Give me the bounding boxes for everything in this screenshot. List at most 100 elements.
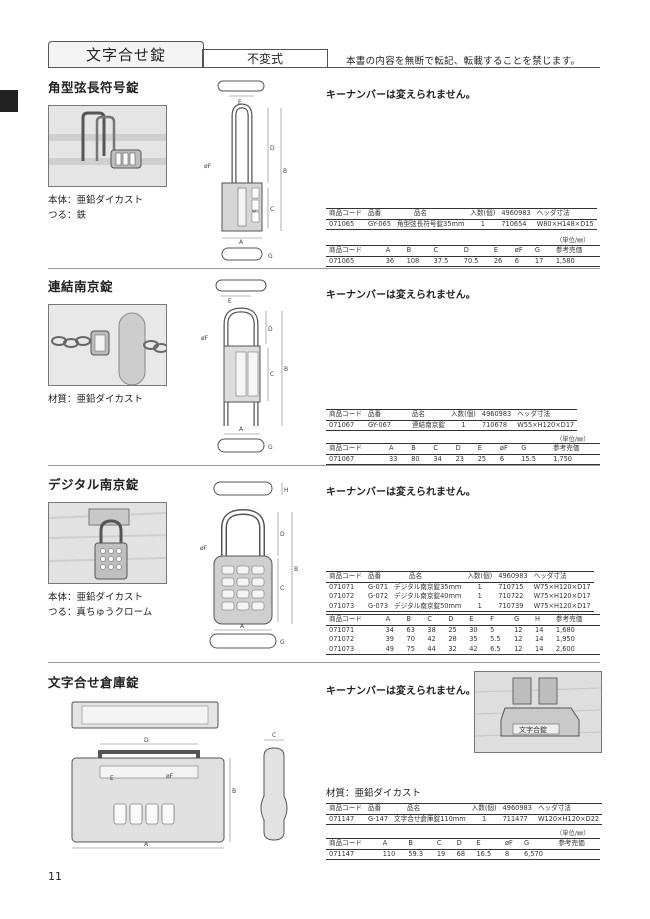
table-cell: 071072 — [329, 635, 355, 643]
table-cell: 38 — [427, 625, 436, 634]
table-header: øF — [511, 245, 532, 257]
table-cell: 1 — [467, 219, 499, 230]
table-cell: 5 — [490, 625, 495, 634]
section-title: 文字合せ倉庫錠 — [48, 675, 140, 690]
material-info: 本体：亜鉛ダイカスト つる：真ちゅうクローム — [48, 590, 152, 620]
table-cell: 26 — [490, 256, 512, 267]
material-line: 材質：亜鉛ダイカスト — [326, 788, 422, 799]
section-title: デジタル南京錠 — [48, 477, 139, 492]
table-cell: 33 — [386, 454, 409, 465]
dimension-drawing-square-shackle: E MOLE D B C A øF G — [204, 80, 287, 261]
section-divider — [48, 662, 600, 663]
unit-label: （単位/㎜） — [556, 237, 590, 244]
table-header: D — [453, 838, 474, 850]
dim-label: B — [294, 566, 298, 573]
material-info: 材質：亜鉛ダイカスト — [326, 786, 421, 801]
table-header: C — [424, 614, 446, 626]
table-header-row: 商品コード 品番 品名 入数(個) 4960983 ヘッダ寸法 — [326, 409, 578, 421]
table-cell: 70.5 — [460, 256, 491, 267]
table-cell: G-072 — [367, 592, 389, 600]
table-row: 071071 G-071 デジタル南京錠35mm 1 710715 W75×H1… — [326, 582, 594, 592]
table-header: G — [511, 614, 533, 626]
dimension-table: 商品コード A B C D E øF G 参考売価 071147 110 59.… — [326, 838, 600, 860]
key-number-note: キーナンバーは変えられません。 — [326, 487, 476, 498]
table-cell: 連結南京錠 — [393, 420, 448, 431]
table-header: 商品コード — [326, 838, 380, 850]
table-cell: 35 — [469, 635, 478, 643]
table-header: H — [532, 614, 553, 626]
table-cell: 108 — [403, 256, 431, 267]
table-cell: G-073 — [364, 601, 392, 612]
table-cell: 1 — [468, 814, 500, 825]
table-cell: 710715 — [498, 582, 524, 591]
table-header: ヘッダ寸法 — [533, 208, 597, 220]
table-cell: 14 — [532, 644, 553, 655]
dimension-table: 商品コード A B C D E øF G 参考売価 071067 33 80 3… — [326, 443, 600, 465]
material-line: つる：鉄 — [48, 210, 87, 221]
dim-label: øF — [201, 335, 209, 342]
table-header: G — [521, 838, 556, 850]
table-row: 071072 39 70 42 28 35 5.5 12 14 1,950 — [326, 635, 600, 645]
dim-label: D — [270, 145, 275, 152]
table-header: 商品コード — [326, 208, 365, 220]
dim-label: C — [272, 732, 276, 739]
table-row: 071072 G-072 デジタル南京錠40mm 1 710722 W75×H1… — [326, 592, 594, 602]
table-header: 4960983 — [499, 803, 535, 815]
table-header: 品番 — [364, 803, 392, 815]
table-header-row: 商品コード A B C D E F G H 参考売価 — [326, 614, 600, 626]
table-cell: 071067 — [326, 420, 365, 431]
dim-label: B — [283, 168, 287, 175]
table-header: D — [452, 443, 475, 455]
table-header: E — [473, 838, 502, 850]
table-header: 品番 — [364, 208, 394, 220]
table-cell: GY-067 — [364, 420, 394, 431]
table-header-row: 商品コード A B C D E øF G 参考売価 — [326, 245, 600, 257]
table-cell: 710722 — [498, 592, 524, 600]
section-title: 連結南京錠 — [48, 279, 114, 294]
table-cell: 42 — [466, 644, 488, 655]
table-cell: 1 — [464, 601, 496, 612]
table-header: 参考売価 — [550, 443, 600, 455]
table-cell: 6,570 — [521, 849, 556, 860]
dimension-drawing-warehouse-lock: D E øF A B C — [71, 701, 288, 849]
table-header: C — [430, 245, 461, 257]
table-cell: W120×H120×D22 — [534, 814, 603, 825]
table-cell: W75×H120×D17 — [533, 582, 591, 591]
table-header: 4960983 — [495, 571, 531, 583]
table-cell: W55×H120×D17 — [514, 420, 578, 431]
table-cell: 17 — [531, 256, 553, 267]
material-line: 本体：亜鉛ダイカスト — [48, 592, 144, 603]
table-row: 071067 GY-067 連結南京錠 1 710678 W55×H120×D1… — [326, 420, 578, 431]
table-header: E — [490, 245, 512, 257]
dim-label: C — [280, 585, 284, 592]
table-cell: 1,680 — [555, 625, 575, 634]
product-table: 商品コード 品番 品名 入数(個) 4960983 ヘッダ寸法 071065 G… — [326, 208, 597, 230]
table-cell: 1,580 — [552, 256, 600, 267]
table-header: 入数(個) — [467, 208, 499, 220]
table-cell: 70 — [406, 635, 415, 643]
dim-label: E — [228, 298, 232, 305]
table-row: 071147 110 59.3 19 68 16.5 8 6,570 — [326, 849, 600, 860]
table-header: A — [379, 838, 406, 850]
table-header: A — [382, 245, 404, 257]
table-cell: G-071 — [367, 582, 389, 591]
table-cell: 34 — [430, 454, 453, 465]
product-photo-warehouse-lock: 文字合錠 — [474, 671, 602, 753]
table-header: 品名 — [391, 803, 469, 815]
dim-label: A — [239, 426, 244, 433]
table-cell: 071073 — [326, 644, 383, 655]
table-cell: G-147 — [364, 814, 392, 825]
table-cell: 071147 — [326, 814, 365, 825]
dim-label: B — [232, 788, 236, 795]
material-line: 材質：亜鉛ダイカスト — [48, 394, 144, 405]
table-header: 入数(個) — [464, 571, 496, 583]
key-number-note: キーナンバーは変えられません。 — [326, 686, 476, 697]
dimension-drawing-linked-padlock: E øF D C B A G — [201, 279, 288, 453]
copyright-notice: 本書の内容を無断で転記、転載することを禁じます。 — [346, 56, 581, 67]
dim-label: C — [270, 371, 274, 378]
section-title: 角型弦長符号錠 — [48, 80, 140, 95]
table-cell: 6 — [511, 256, 532, 267]
table-cell: 34 — [385, 625, 394, 634]
table-cell: W80×H148×D15 — [533, 219, 597, 230]
table-cell: 071073 — [326, 601, 365, 612]
